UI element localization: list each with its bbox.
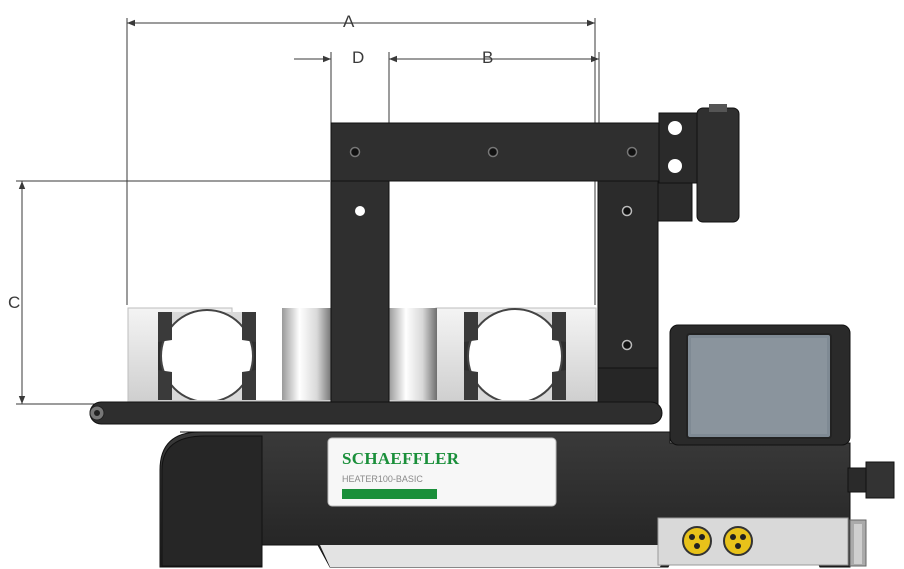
screw-icon [626, 146, 638, 158]
ball-element-right [464, 308, 566, 404]
hinge-pin-icon [668, 159, 682, 173]
screw-icon [621, 205, 633, 217]
swivel-arm [89, 401, 663, 425]
dimension-lines [16, 18, 600, 405]
dimension-label-b: B [482, 48, 493, 67]
hinge-pin-icon [668, 121, 682, 135]
brand-stripe [342, 489, 437, 499]
connector-socket-icon[interactable] [682, 526, 712, 556]
ball-element-left [158, 309, 256, 403]
connector-socket-icon[interactable] [723, 526, 753, 556]
label-plate: SCHAEFFLER HEATER100-BASIC [327, 437, 557, 507]
dimension-label-a: A [343, 12, 355, 31]
bearing-workpiece [127, 307, 597, 405]
model-label: HEATER100-BASIC [342, 474, 423, 484]
dimension-label-d: D [352, 48, 364, 67]
brand-label: SCHAEFFLER [342, 449, 460, 468]
screw-icon [621, 339, 633, 351]
control-unit [669, 324, 851, 446]
screw-icon [487, 146, 499, 158]
yoke-frame [330, 104, 740, 406]
dimension-label-c: C [8, 293, 20, 312]
screw-icon [349, 146, 361, 158]
screw-icon [355, 206, 365, 216]
